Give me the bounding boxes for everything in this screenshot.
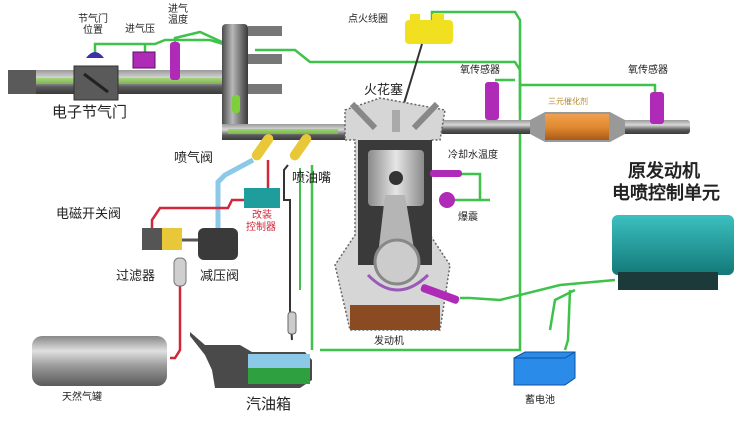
label-ecu-line2: 电喷控制单元 bbox=[612, 183, 720, 204]
wire-o2-2 bbox=[520, 83, 657, 92]
wire-ecu-lower bbox=[548, 288, 576, 331]
label-intake-temp: 进气 温度 bbox=[168, 4, 188, 26]
label-coolant-temp: 冷却水温度 bbox=[448, 150, 498, 161]
label-fuel-tank: 汽油箱 bbox=[246, 395, 292, 413]
label-conversion-controller-2: 控制器 bbox=[246, 222, 276, 233]
label-intake-pressure: 进气压 bbox=[125, 24, 155, 35]
knock-sensor bbox=[439, 192, 455, 208]
label-ignition-coil: 点火线圈 bbox=[348, 14, 388, 25]
label-conversion-controller-1: 改装 bbox=[252, 210, 272, 221]
label-ecu-line1: 原发动机 bbox=[628, 161, 700, 182]
fuel-tank bbox=[190, 311, 312, 388]
wire-battery bbox=[563, 289, 572, 351]
power-wires bbox=[150, 160, 270, 360]
intake-temp-sensor bbox=[170, 42, 180, 80]
exhaust-pipe bbox=[440, 112, 690, 142]
label-oxygen-sensor-1: 氧传感器 bbox=[460, 65, 500, 76]
oxygen-sensor-1 bbox=[485, 82, 499, 120]
label-electronic-throttle: 电子节气门 bbox=[52, 103, 128, 121]
label-filter: 过滤器 bbox=[116, 269, 156, 284]
wire-crank bbox=[460, 278, 616, 302]
solenoid-valve bbox=[142, 228, 182, 250]
filter bbox=[173, 257, 187, 287]
engine bbox=[334, 97, 451, 331]
fuel-injector bbox=[289, 133, 312, 161]
label-throttle-position: 节气门 位置 bbox=[78, 14, 108, 36]
pressure-reducer bbox=[198, 228, 238, 260]
label-pressure-reducer: 减压阀 bbox=[200, 269, 240, 284]
label-battery: 蓄电池 bbox=[525, 395, 555, 406]
natural-gas-tank bbox=[32, 336, 167, 386]
label-solenoid-valve: 电磁开关阀 bbox=[56, 207, 122, 222]
intake-pipe bbox=[8, 70, 233, 94]
gas-injector bbox=[251, 133, 274, 161]
label-engine: 发动机 bbox=[374, 336, 404, 347]
ecu-unit bbox=[612, 215, 734, 290]
wire-coil bbox=[320, 10, 522, 352]
oxygen-sensor-2 bbox=[650, 92, 664, 124]
catalytic-converter bbox=[545, 114, 609, 140]
battery bbox=[513, 351, 576, 386]
crank-sensor bbox=[420, 284, 460, 304]
label-catalytic-converter: 三元催化剂 bbox=[548, 97, 588, 106]
label-spark-plug: 火花塞 bbox=[364, 83, 404, 98]
coolant-temp-sensor bbox=[430, 170, 462, 177]
label-knock-sensor: 爆震 bbox=[458, 212, 478, 223]
electronic-throttle bbox=[73, 52, 119, 101]
label-oxygen-sensor-2: 氧传感器 bbox=[628, 65, 668, 76]
conversion-controller bbox=[244, 188, 280, 208]
wire-intake-temp bbox=[173, 30, 223, 44]
wire-throttle-intake bbox=[93, 38, 231, 58]
label-fuel-injector: 喷油嘴 bbox=[292, 171, 332, 186]
intake-manifold bbox=[222, 24, 352, 140]
wire-coolant bbox=[460, 172, 482, 200]
intake-pressure-sensor bbox=[132, 51, 156, 69]
label-gas-injector: 喷气阀 bbox=[174, 151, 214, 166]
label-gas-tank: 天然气罐 bbox=[62, 392, 102, 403]
signal-wires bbox=[93, 10, 657, 352]
